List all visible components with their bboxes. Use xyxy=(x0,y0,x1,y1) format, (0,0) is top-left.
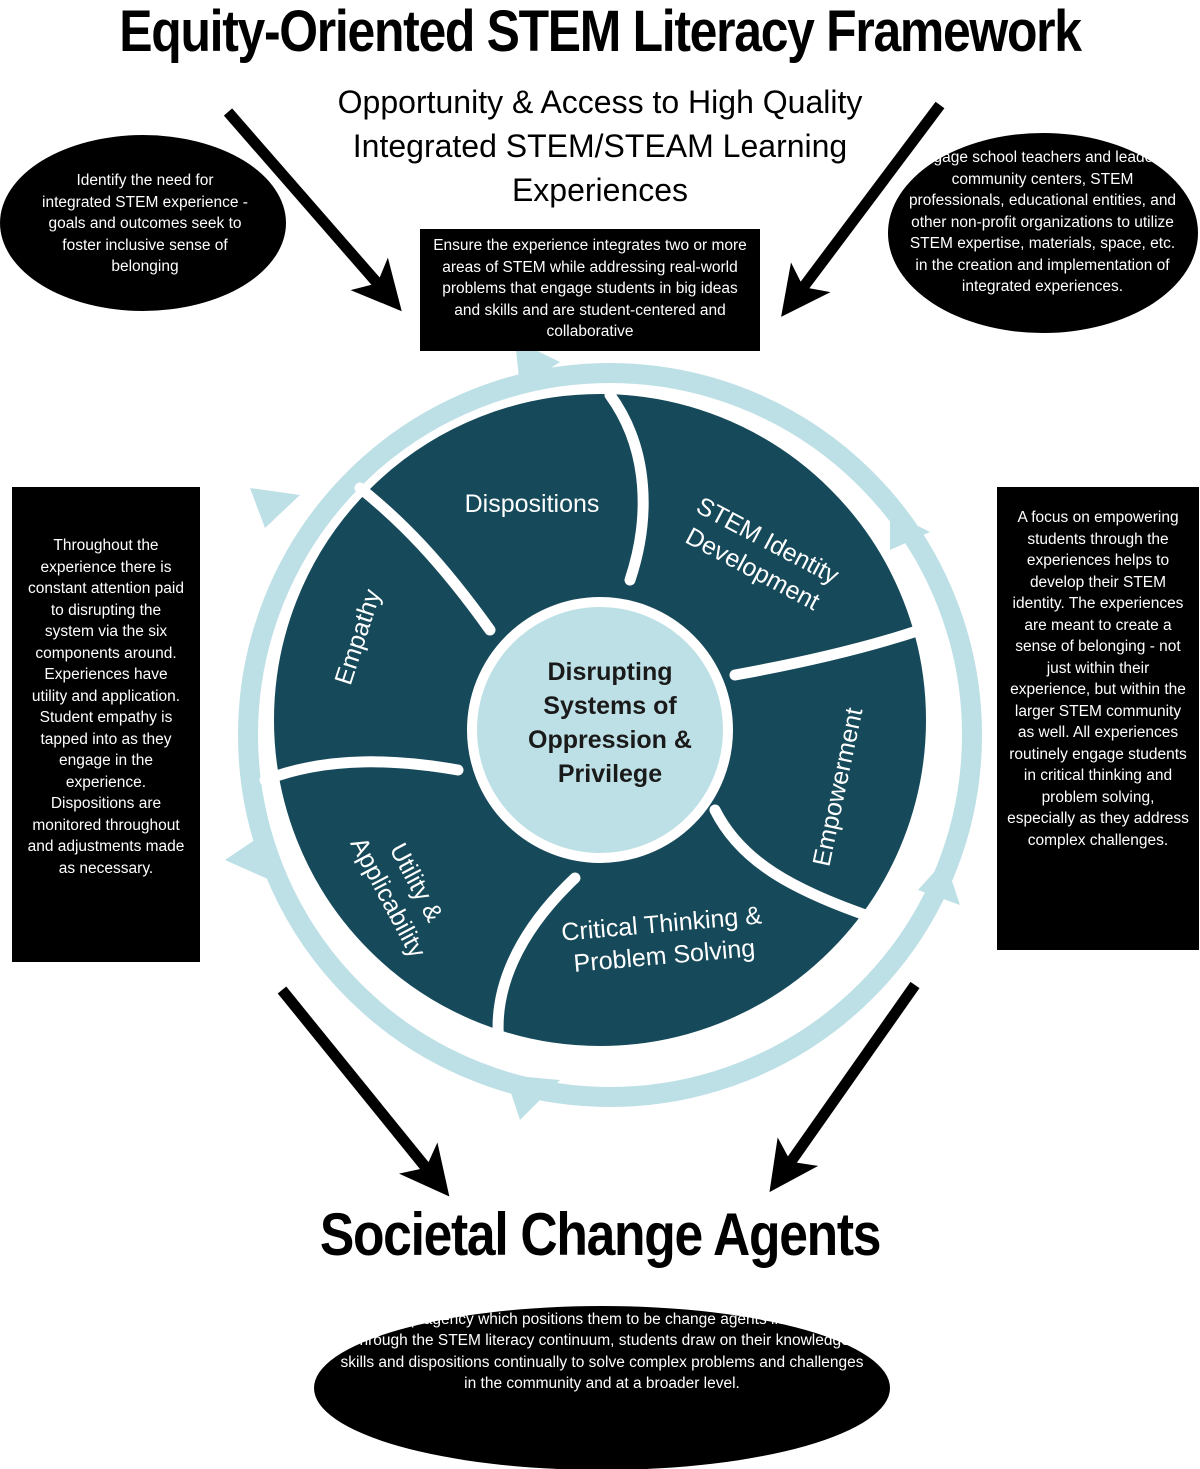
top-center-note: Ensure the experience integrates two or … xyxy=(420,229,760,351)
arrow-bottom-left xyxy=(277,986,450,1197)
center-line: Oppression & xyxy=(528,726,692,754)
top-right-ellipse xyxy=(888,133,1198,333)
arrow-top-right xyxy=(781,101,945,317)
cycle-arrowhead xyxy=(918,860,960,905)
subtitle: Opportunity & Access to High Quality Int… xyxy=(250,80,950,212)
cycle-arrowhead xyxy=(515,340,560,388)
outer-cycle-ring xyxy=(238,363,982,1107)
center-line: Privilege xyxy=(557,760,663,788)
center-label: Disrupting Systems of Oppression & Privi… xyxy=(480,655,740,791)
page-title: Equity-Oriented STEM Literacy Framework xyxy=(119,0,1082,64)
center-line: Systems of xyxy=(543,692,677,720)
top-left-ellipse xyxy=(0,135,286,311)
left-note: Throughout the experience there is const… xyxy=(12,487,200,962)
subtitle-line: Integrated STEM/STEAM Learning xyxy=(352,128,848,164)
segment-dividers xyxy=(259,389,926,1056)
segment-dispositions: Dispositions xyxy=(465,488,600,520)
arrow-top-left xyxy=(223,108,402,312)
cycle-arrowhead xyxy=(505,1075,560,1120)
top-left-note: Identify the need for integrated STEM ex… xyxy=(42,172,248,275)
bottom-note: Through each experience, students become… xyxy=(340,1289,864,1392)
segment-label: Dispositions xyxy=(464,490,600,518)
center-line: Disrupting xyxy=(547,658,673,686)
wheel-outline xyxy=(266,386,934,1054)
center-circle xyxy=(467,597,733,863)
cycle-arrowhead xyxy=(890,512,930,550)
flow-arrows xyxy=(223,101,945,1197)
cycle-arrowhead xyxy=(250,488,300,528)
subtitle-line: Opportunity & Access to High Quality xyxy=(337,84,863,120)
subtitle-line: Experiences xyxy=(511,172,689,208)
cycle-arrowhead xyxy=(225,835,270,880)
top-right-note: Engage school teachers and leaders, comm… xyxy=(908,149,1177,295)
bottom-title: Societal Change Agents xyxy=(319,1201,882,1268)
cycle-arrowheads xyxy=(225,340,960,1120)
bottom-ellipse xyxy=(314,1306,890,1469)
right-note: A focus on empowering students through t… xyxy=(997,487,1199,950)
arrow-bottom-right xyxy=(769,981,920,1193)
